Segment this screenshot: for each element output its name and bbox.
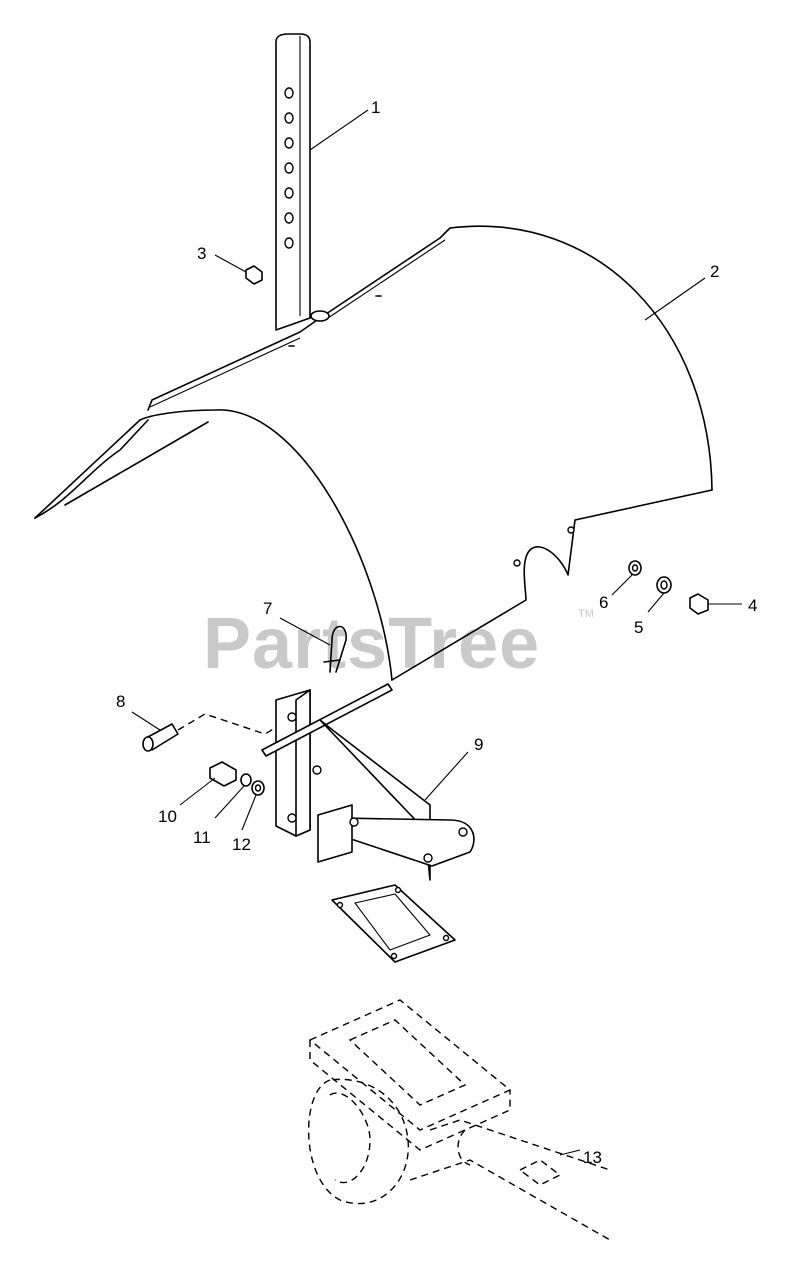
watermark: PartsTree TM [203,604,594,684]
watermark-trademark: TM [578,608,594,620]
callout-12: 12 [232,835,251,854]
watermark-text: PartsTree [203,604,540,684]
part-hardware-left [209,761,265,796]
callout-5: 5 [634,618,643,637]
part-clevis-pin [142,713,286,752]
part-gasket [331,884,456,963]
callout-1: 1 [371,98,380,117]
callout-7: 7 [263,599,272,618]
callout-4: 4 [748,596,757,615]
leader-lines [131,109,742,1156]
callout-2: 2 [710,262,719,281]
part-bolt-small [245,265,263,285]
part-hairpin-clip [323,625,347,673]
part-hardware-right [628,560,709,615]
callout-11: 11 [193,828,211,847]
part-tine-shield [34,225,713,681]
part-shield-bracket [261,683,475,881]
callout-8: 8 [116,692,125,711]
part-depth-bar [275,33,311,331]
callout-labels: 1 2 3 4 5 6 7 8 9 10 11 12 13 [116,98,757,1167]
gearbox-reference [307,999,611,1241]
callout-3: 3 [197,244,206,263]
callout-13: 13 [583,1148,602,1167]
callout-6: 6 [599,593,608,612]
callout-9: 9 [474,735,483,754]
callout-10: 10 [158,807,177,826]
